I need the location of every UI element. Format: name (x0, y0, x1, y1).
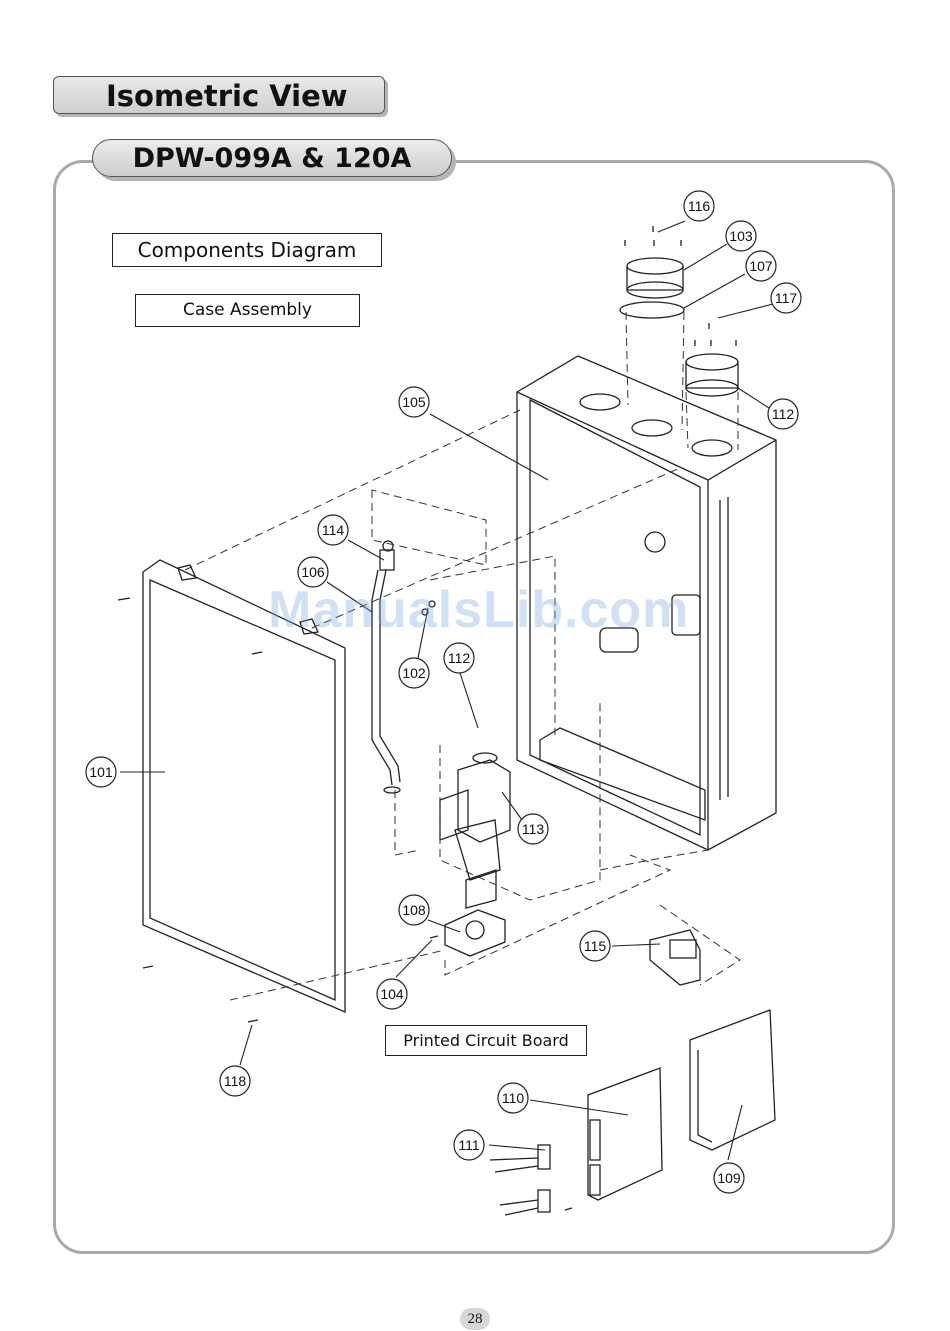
svg-text:101: 101 (89, 764, 113, 780)
gas-valve-unit (440, 753, 510, 908)
watermark: ManualsLib.com (268, 580, 689, 640)
svg-text:104: 104 (380, 986, 404, 1002)
svg-text:110: 110 (502, 1090, 525, 1106)
svg-text:116: 116 (688, 198, 711, 214)
callout-116: 116 (684, 191, 714, 221)
svg-text:113: 113 (522, 821, 545, 837)
callout-112-mid: 112 (444, 643, 474, 673)
mount-bracket (430, 910, 505, 956)
svg-text:112: 112 (448, 650, 471, 666)
assembly-guide-lines (185, 410, 740, 1000)
callout-leaders (120, 221, 773, 1160)
callout-105: 105 (399, 387, 429, 417)
callout-117: 117 (771, 283, 801, 313)
svg-text:102: 102 (402, 665, 426, 681)
svg-text:118: 118 (224, 1073, 247, 1089)
svg-text:117: 117 (775, 290, 798, 306)
wire-connectors (490, 1145, 572, 1215)
svg-text:115: 115 (584, 938, 607, 954)
callout-110: 110 (498, 1083, 528, 1113)
callout-108: 108 (399, 895, 429, 925)
intake-collar (686, 354, 738, 450)
callout-118: 118 (220, 1066, 250, 1096)
svg-text:114: 114 (322, 522, 345, 538)
svg-text:105: 105 (402, 394, 426, 410)
svg-text:107: 107 (749, 258, 773, 274)
svg-text:108: 108 (402, 902, 426, 918)
svg-text:109: 109 (717, 1170, 741, 1186)
svg-text:112: 112 (772, 406, 795, 422)
page-number: 28 (460, 1308, 490, 1330)
pcb-board (588, 1068, 662, 1200)
svg-text:111: 111 (458, 1137, 479, 1153)
callout-114: 114 (318, 515, 348, 545)
terminal-block (650, 930, 700, 985)
callout-112-top: 112 (768, 399, 798, 429)
pcb-cover (690, 1010, 775, 1150)
svg-text:103: 103 (729, 228, 753, 244)
exhaust-collar (620, 258, 684, 430)
callout-111: 111 (454, 1130, 484, 1160)
callout-102: 102 (399, 658, 429, 688)
callout-101: 101 (86, 757, 116, 787)
callout-109: 109 (714, 1163, 744, 1193)
callout-113: 113 (518, 814, 548, 844)
callout-104: 104 (377, 979, 407, 1009)
callout-103: 103 (726, 221, 756, 251)
callout-115: 115 (580, 931, 610, 961)
callout-107: 107 (746, 251, 776, 281)
svg-text:106: 106 (301, 564, 325, 580)
